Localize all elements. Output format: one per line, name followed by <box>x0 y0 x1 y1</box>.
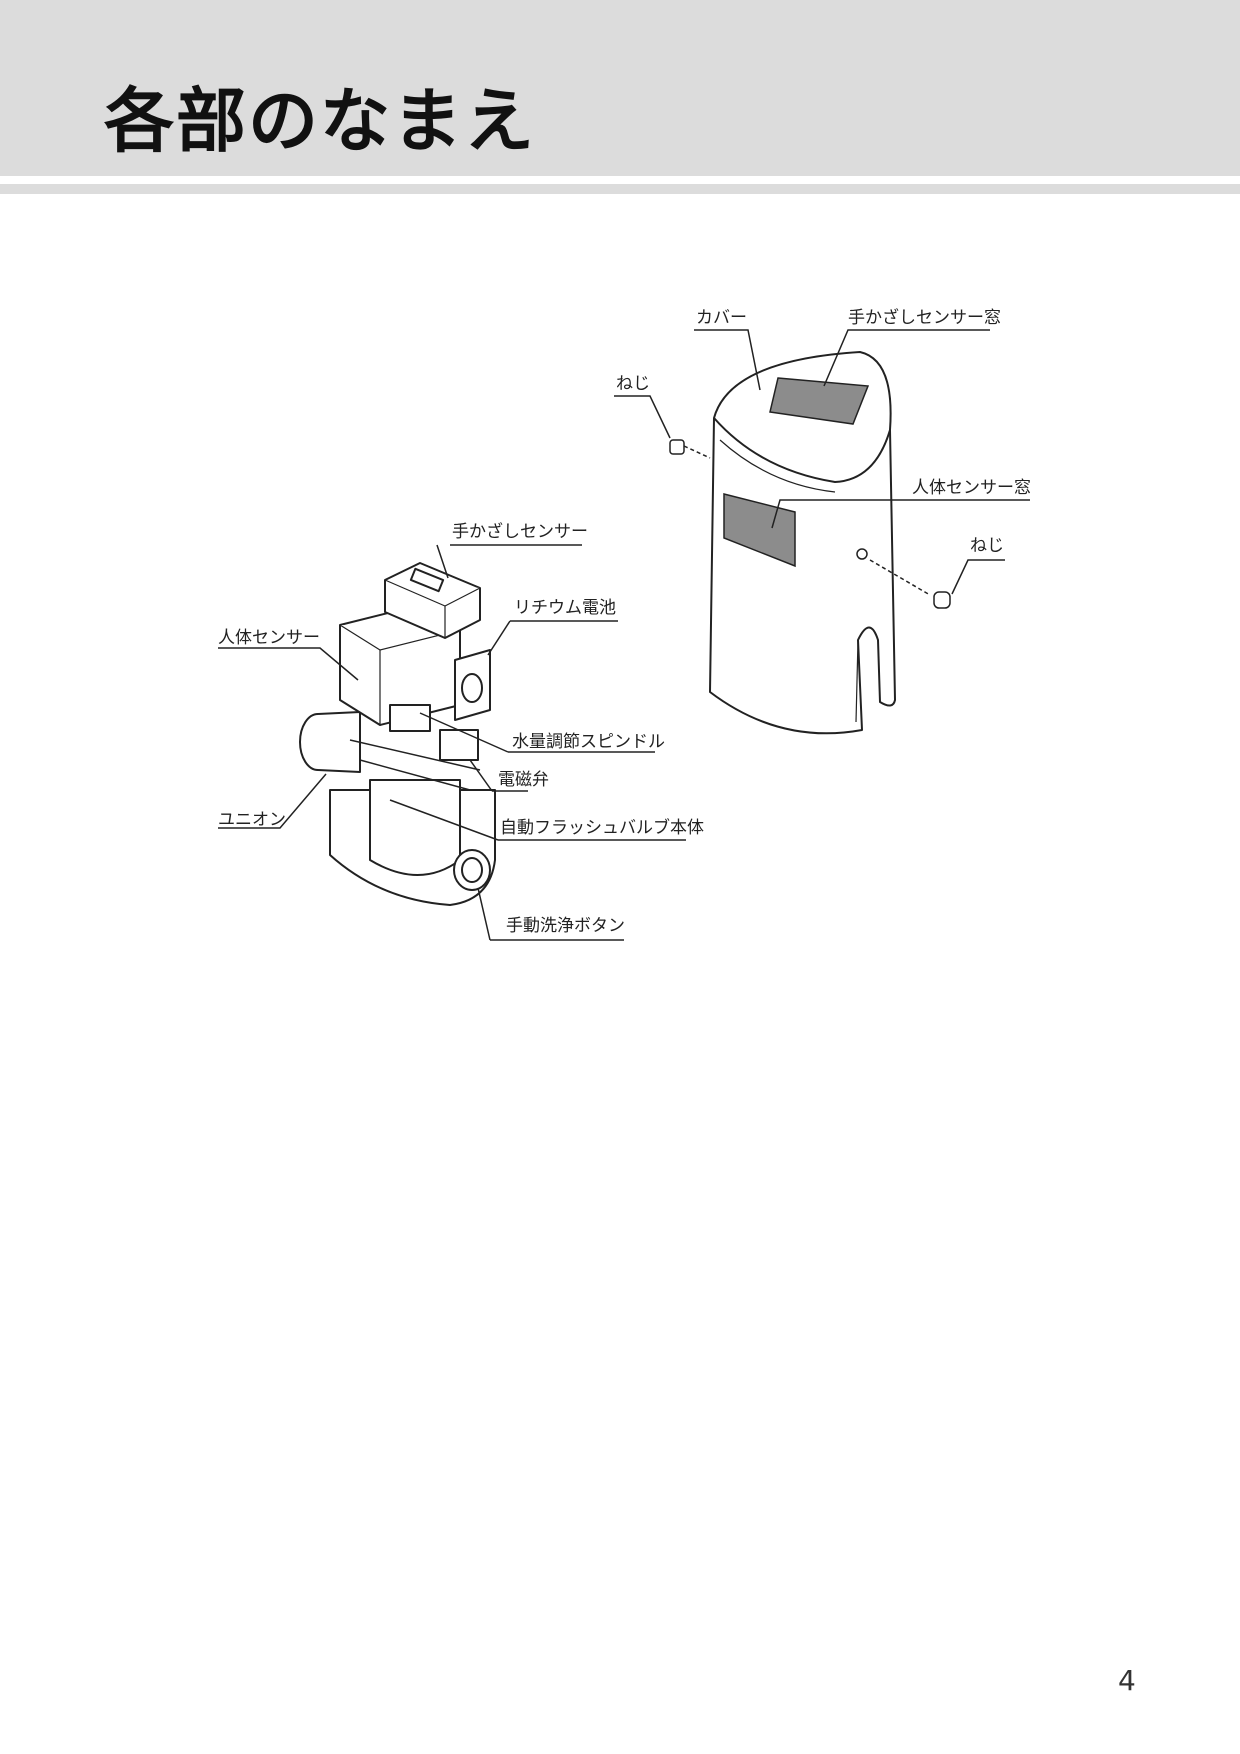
cover-illustration <box>709 351 896 735</box>
screw-right-icon <box>869 559 951 609</box>
leader-lines <box>218 329 1030 941</box>
header-divider-white <box>0 176 1240 184</box>
label-cover: カバー <box>696 308 747 328</box>
label-hand-sensor: 手かざしセンサー <box>452 522 588 542</box>
label-body-sensor: 人体センサー <box>218 628 320 648</box>
label-union: ユニオン <box>218 810 286 830</box>
page-number: 4 <box>1118 1664 1136 1697</box>
label-solenoid-valve: 電磁弁 <box>498 770 549 790</box>
header-band <box>0 0 1240 176</box>
label-lithium-battery: リチウム電池 <box>514 598 616 618</box>
label-manual-button: 手動洗浄ボタン <box>506 916 625 936</box>
header-divider-grey <box>0 184 1240 194</box>
parts-diagram <box>218 329 1030 941</box>
label-screw-right: ねじ <box>970 536 1004 556</box>
hand-sensor-window-shape <box>769 377 870 425</box>
screw-left-icon <box>669 439 711 459</box>
label-screw-left: ねじ <box>616 374 650 394</box>
page-title: 各部のなまえ <box>104 80 536 162</box>
flush-valve-illustration <box>299 562 496 906</box>
label-flow-spindle: 水量調節スピンドル <box>512 732 665 752</box>
label-body-sensor-window: 人体センサー窓 <box>912 478 1031 498</box>
cover-screw-hole <box>856 548 868 560</box>
label-flush-valve-body: 自動フラッシュバルブ本体 <box>500 818 704 838</box>
label-hand-sensor-window: 手かざしセンサー窓 <box>848 308 1001 328</box>
